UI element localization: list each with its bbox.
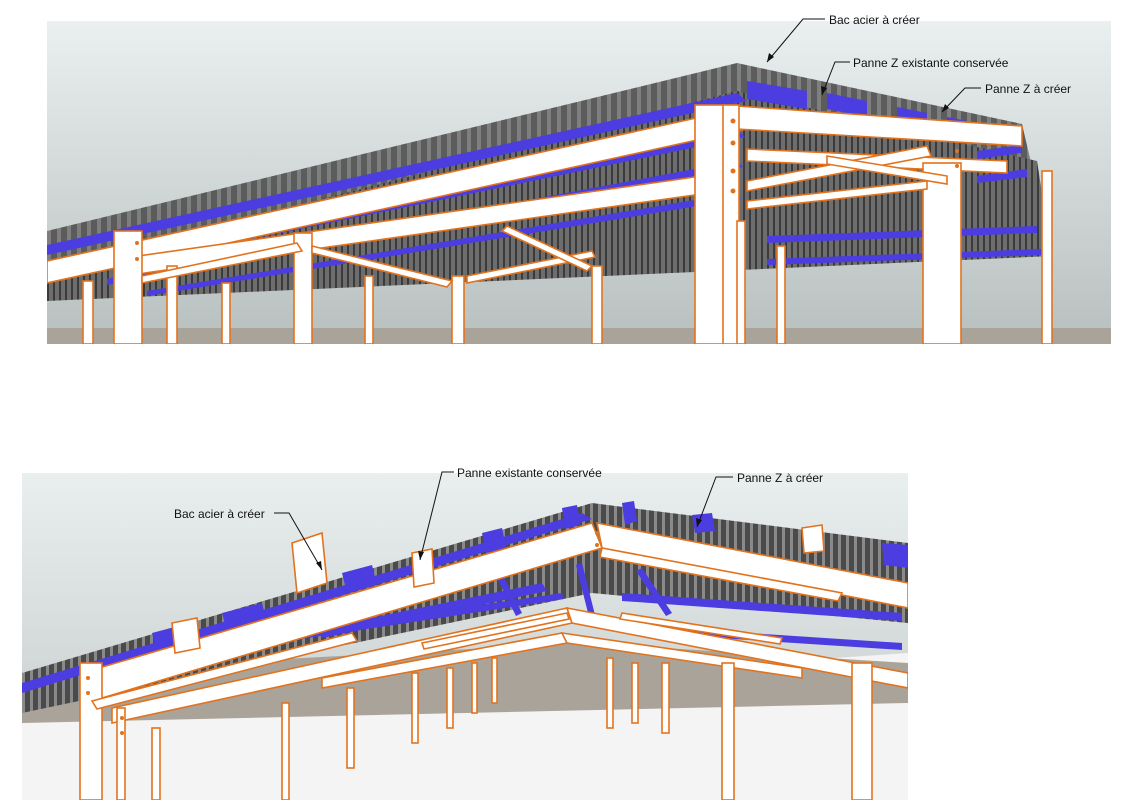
label-panne-existante-bottom: Panne existante conservée: [457, 466, 602, 480]
bolt-plates: [135, 118, 959, 261]
label-bac-acier-top: Bac acier à créer: [829, 13, 920, 27]
steel-frames: [79, 521, 908, 800]
bottom-perspective-view: [22, 473, 908, 800]
bottom-structure-drawing: [22, 473, 908, 800]
label-bac-acier-bottom: Bac acier à créer: [174, 507, 265, 521]
steel-frames: [47, 104, 1053, 344]
top-structure-drawing: [47, 21, 1111, 344]
label-panne-z-a-creer-bottom: Panne Z à créer: [737, 471, 824, 485]
label-panne-z-existante-top: Panne Z existante conservée: [853, 56, 1009, 70]
top-perspective-view: [47, 21, 1111, 344]
bolt-plates: [86, 531, 599, 735]
label-panne-z-a-creer-top: Panne Z à créer: [985, 82, 1072, 96]
ground-strip: [47, 328, 1111, 344]
